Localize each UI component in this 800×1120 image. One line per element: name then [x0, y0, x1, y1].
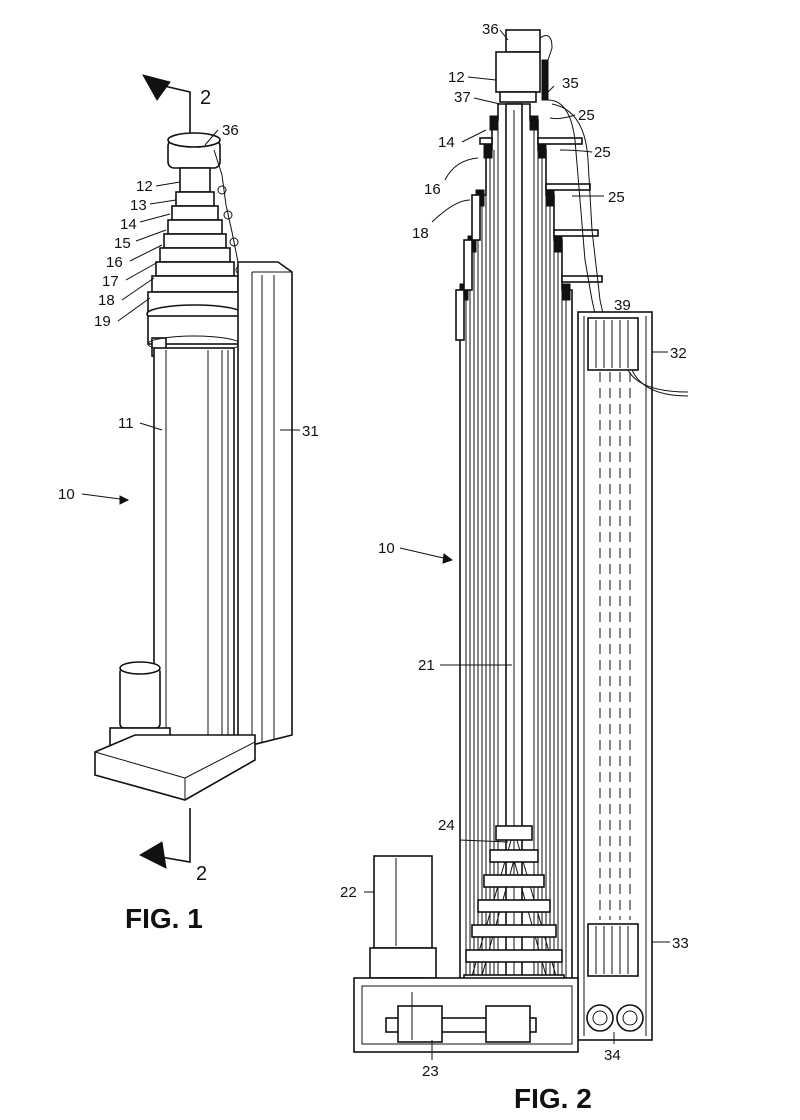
- fig1-ref-12: 12: [136, 178, 153, 195]
- fig1-base: [94, 734, 256, 801]
- fig2-gearbox: [353, 977, 579, 1053]
- fig1-ref-19: 19: [94, 313, 111, 330]
- fig1-ref-14: 14: [120, 216, 137, 233]
- fig2-ref-34: 34: [604, 1047, 621, 1064]
- fig2-ref-21: 21: [418, 657, 435, 674]
- fig2-ref-18: 18: [412, 225, 429, 242]
- fig2-motor: [369, 855, 437, 993]
- fig2-ref-39: 39: [614, 297, 631, 314]
- fig2-ref-23: 23: [422, 1063, 439, 1080]
- fig2-cable-35: [541, 59, 549, 101]
- fig2-top-cap: [495, 29, 553, 103]
- fig2-ref-10: 10: [378, 540, 395, 557]
- fig2-ref-32: 32: [670, 345, 687, 362]
- fig2-ref-35: 35: [562, 75, 579, 92]
- fig1-section-label-bottom: 2: [196, 863, 207, 885]
- fig2-ref-24: 24: [438, 817, 455, 834]
- fig2-ref-25-b: 25: [594, 144, 611, 161]
- fig1-leader-lines: [81, 129, 300, 505]
- fig2-storage-housing: [577, 311, 689, 1041]
- fig2-rollers: [586, 1004, 644, 1032]
- fig1-ref-15: 15: [114, 235, 131, 252]
- fig1-ref-16: 16: [106, 254, 123, 271]
- fig2-caption: FIG. 2: [514, 1083, 592, 1114]
- fig2-ref-33: 33: [672, 935, 689, 952]
- fig1-drawing: 2: [58, 74, 319, 934]
- fig2-ref-14: 14: [438, 134, 455, 151]
- fig2-flanges: [479, 137, 603, 283]
- fig2-drawing: 36 12 35 37 25 25 25 14 16 18 39 32 10 2…: [340, 21, 689, 1114]
- fig1-neck: [179, 167, 211, 193]
- fig1-main-tube: [153, 347, 235, 749]
- fig1-ref-36: 36: [222, 122, 239, 139]
- fig1-caption: FIG. 1: [125, 903, 203, 934]
- fig1-section-label-top: 2: [200, 87, 211, 109]
- fig2-ref-22: 22: [340, 884, 357, 901]
- fig2-ref-16: 16: [424, 181, 441, 198]
- fig2-leader-lines: [364, 29, 670, 1060]
- fig1-ref-31: 31: [302, 423, 319, 440]
- fig2-seal-blocks: [455, 115, 571, 341]
- fig1-section-arrow-bottom: [138, 808, 191, 869]
- fig1-ref-10: 10: [58, 486, 75, 503]
- fig1-ref-17: 17: [102, 273, 119, 290]
- fig1-ref-11: 11: [118, 415, 134, 432]
- fig1-housing: [237, 261, 293, 746]
- fig1-cap: [167, 132, 221, 169]
- fig2-cables: [547, 99, 605, 319]
- fig1-ref-13: 13: [130, 197, 147, 214]
- fig2-drive-screw: [505, 103, 523, 1035]
- fig2-ref-25-c: 25: [608, 189, 625, 206]
- fig2-ref-12: 12: [448, 69, 465, 86]
- fig1-ref-18: 18: [98, 292, 115, 309]
- fig2-ref-37: 37: [454, 89, 471, 106]
- fig1-telescoping-stages: [146, 191, 244, 324]
- fig2-ref-25-a: 25: [578, 107, 595, 124]
- fig1-section-arrow-top: [141, 74, 191, 145]
- fig2-ref-36: 36: [482, 21, 499, 38]
